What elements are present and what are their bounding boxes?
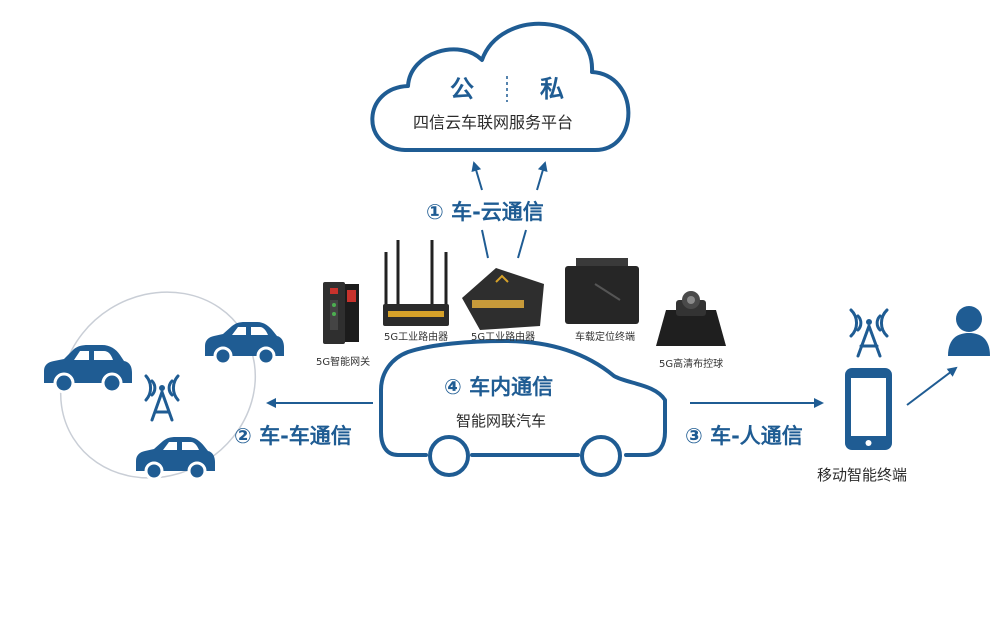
device-router-antenna [383, 240, 449, 326]
link-in-vehicle-label: ④ 车内通信 [444, 375, 554, 399]
device-gateway [323, 282, 359, 344]
user-icon [948, 306, 990, 356]
phone-icon [845, 368, 892, 450]
device-router-box [462, 268, 544, 330]
mobile-terminal-label: 移动智能终端 [817, 466, 908, 484]
device-label: 5G智能网关 [316, 357, 371, 368]
arrow-stem [481, 229, 489, 259]
arrow-icon [906, 366, 958, 406]
link-v2v-label: ② 车-车通信 [234, 424, 352, 448]
car-icon [136, 437, 215, 481]
cloud-icon [370, 21, 631, 152]
device-label: 5G工业路由器 [471, 332, 536, 343]
device-locator [565, 258, 639, 324]
device-camera-dome [656, 291, 726, 346]
vehicle-label: 智能网联汽车 [456, 412, 547, 430]
arrow-stem [517, 229, 527, 259]
device-label: 车载定位终端 [575, 332, 635, 343]
v2c-arrows [471, 161, 548, 259]
arrow-icon [471, 161, 483, 191]
device-label: 5G高清布控球 [659, 359, 724, 370]
tower-icon [144, 374, 180, 422]
car-icon [44, 345, 132, 394]
cloud-platform-label: 四信云车联网服务平台 [413, 113, 574, 132]
cloud-public-label: 公 [450, 75, 474, 103]
link-v2p-label: ③ 车-人通信 [685, 424, 803, 448]
device-label: 5G工业路由器 [384, 332, 449, 343]
arrow-icon [536, 161, 548, 191]
cloud-private-label: 私 [540, 75, 564, 103]
tower-icon [849, 308, 889, 358]
car-icon [379, 339, 667, 477]
car-icon [205, 322, 284, 366]
link-v2c-label: ① 车-云通信 [426, 200, 544, 224]
